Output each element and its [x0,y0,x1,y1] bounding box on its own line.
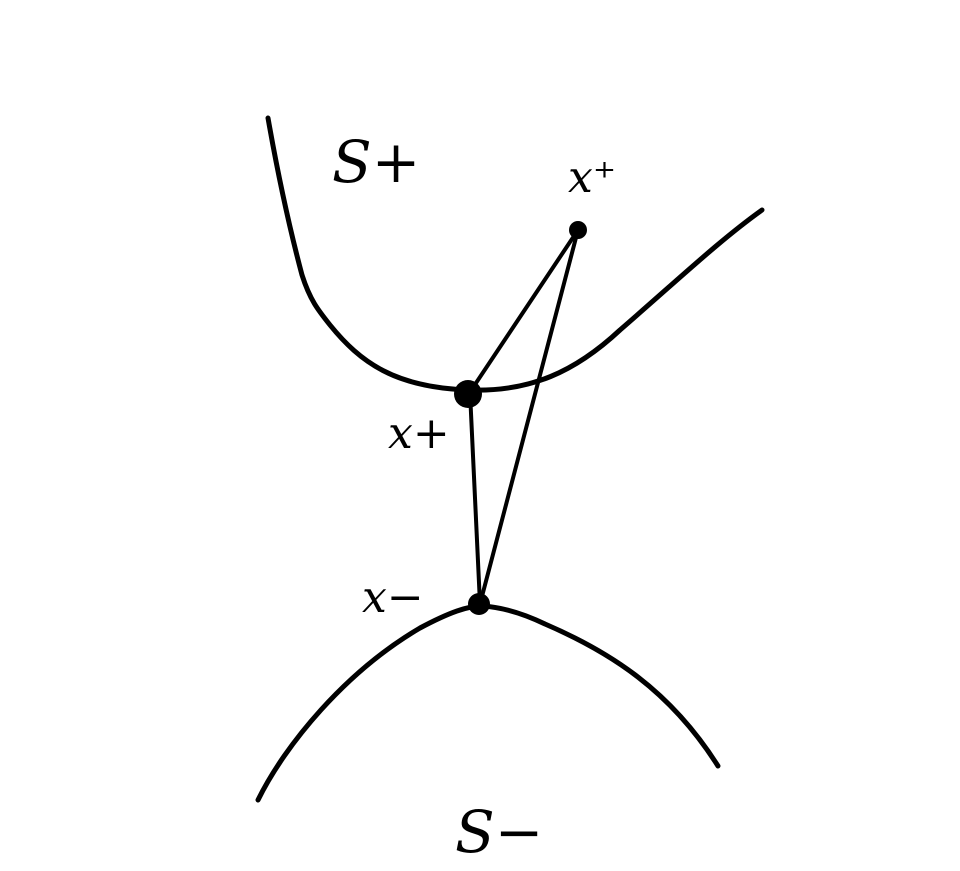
segment-xplus-to-xminus [468,390,482,606]
upper-set-boundary [265,115,765,393]
segment-xsup-to-xminus [478,228,580,606]
label-upper-set: S+ [332,128,420,196]
label-point-on-upper: x+ [388,408,450,459]
label-point-on-lower: x− [362,572,424,623]
point-x-sup-plus [569,221,587,239]
label-lower-set: S− [455,798,543,866]
point-x-sub-minus [468,593,490,615]
point-x-sub-plus [454,380,482,408]
lower-set-boundary [255,603,721,803]
label-point-above: x⁺ [568,152,616,203]
segment-xplus-to-xsup [468,228,580,394]
